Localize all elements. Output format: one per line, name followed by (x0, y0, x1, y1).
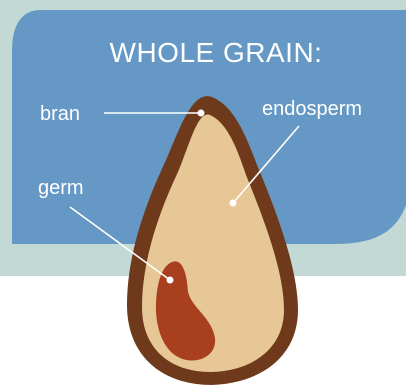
label-germ: germ (38, 177, 84, 199)
label-bran: bran (40, 103, 80, 125)
label-endosperm: endosperm (262, 98, 362, 120)
bran-pointer-dot (198, 110, 205, 117)
diagram-title: WHOLE GRAIN: (110, 37, 323, 68)
germ-pointer-dot (167, 277, 174, 284)
endosperm-pointer-dot (230, 200, 237, 207)
